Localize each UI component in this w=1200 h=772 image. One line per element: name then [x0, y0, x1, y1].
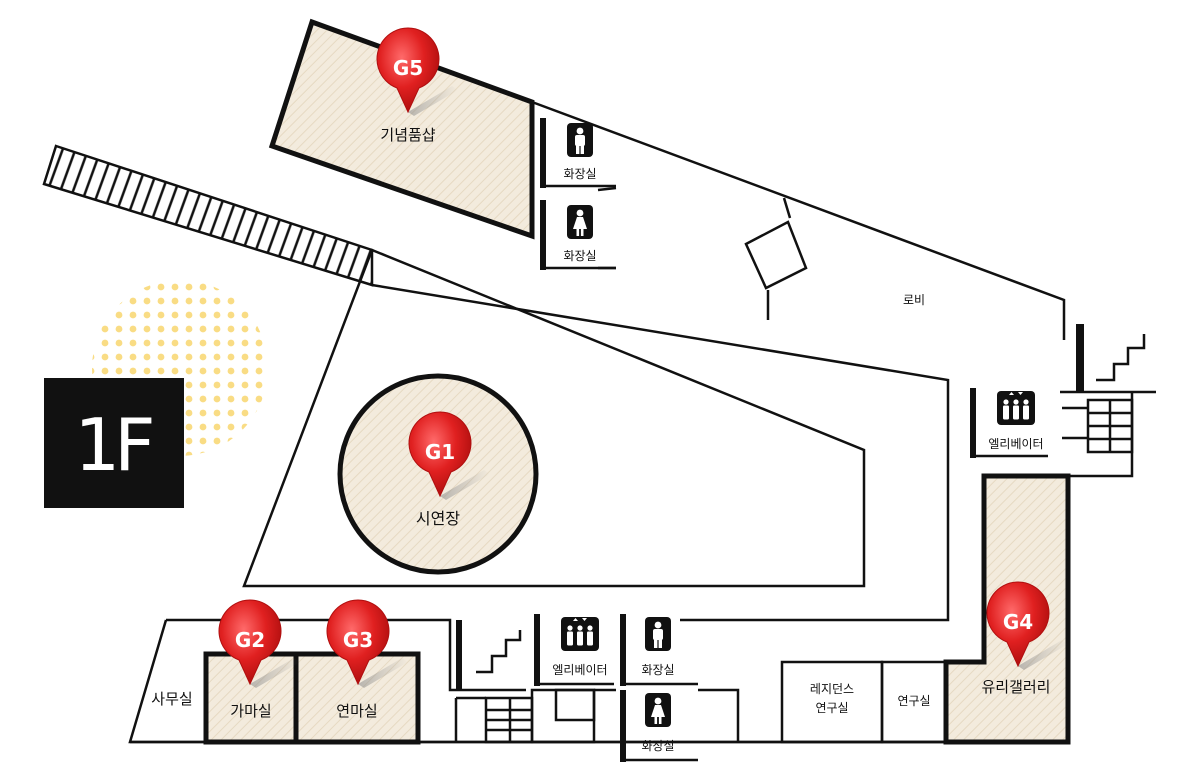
room-label-residence-1: 레지던스 — [810, 682, 854, 696]
area-label-lobby: 로비 — [903, 293, 925, 307]
restroom-label: 화장실 — [563, 249, 596, 263]
room-label-office: 사무실 — [151, 690, 192, 708]
restroom-label: 화장실 — [641, 739, 674, 753]
restroom-label: 화장실 — [641, 663, 674, 677]
restroom-male-bottom[interactable]: 화장실 — [641, 617, 675, 677]
elevator-label: 엘리베이터 — [988, 437, 1043, 451]
pin-label: G4 — [1003, 610, 1033, 634]
elevator-icon — [561, 617, 599, 651]
elevator-right[interactable]: 엘리베이터 — [988, 391, 1044, 451]
walls — [128, 100, 1156, 762]
room-label-theater: 시연장 — [416, 509, 460, 528]
restroom-female-top[interactable]: 화장실 — [563, 205, 597, 263]
pin-g4[interactable]: G4 — [986, 581, 1068, 670]
room-label-residence-2: 연구실 — [815, 701, 848, 715]
pin-label: G2 — [235, 628, 265, 652]
man-restroom-icon — [567, 123, 593, 157]
pin-g5[interactable]: G5 — [376, 27, 458, 116]
restroom-label: 화장실 — [563, 167, 596, 181]
room-label-polishing: 연마실 — [336, 702, 377, 720]
restroom-female-bottom[interactable]: 화장실 — [641, 693, 675, 753]
room-label-kiln: 가마실 — [230, 702, 271, 720]
room-label-glass-gallery: 유리갤러리 — [981, 678, 1050, 696]
woman-restroom-icon — [567, 205, 593, 239]
entrance-ramp — [42, 144, 374, 287]
pin-label: G3 — [343, 628, 373, 652]
room-label-research: 연구실 — [897, 694, 930, 708]
elevator-label: 엘리베이터 — [552, 663, 607, 677]
floor-badge: 1F — [44, 378, 184, 508]
room-souvenir-shop[interactable]: 기념품샵 — [268, 18, 535, 240]
pin-label: G5 — [393, 56, 423, 80]
elevator-icon — [997, 391, 1035, 425]
pin-g3[interactable]: G3 — [326, 599, 408, 688]
restroom-male-top[interactable]: 화장실 — [563, 123, 597, 181]
pin-label: G1 — [425, 440, 455, 464]
man-restroom-icon — [645, 617, 671, 651]
floor-label: 1F — [74, 403, 152, 487]
room-label-souvenir-shop: 기념품샵 — [380, 126, 435, 144]
elevator-bottom[interactable]: 엘리베이터 — [552, 617, 608, 677]
pin-g1[interactable]: G1 — [408, 411, 490, 500]
pin-g2[interactable]: G2 — [218, 599, 300, 688]
woman-restroom-icon — [645, 693, 671, 727]
